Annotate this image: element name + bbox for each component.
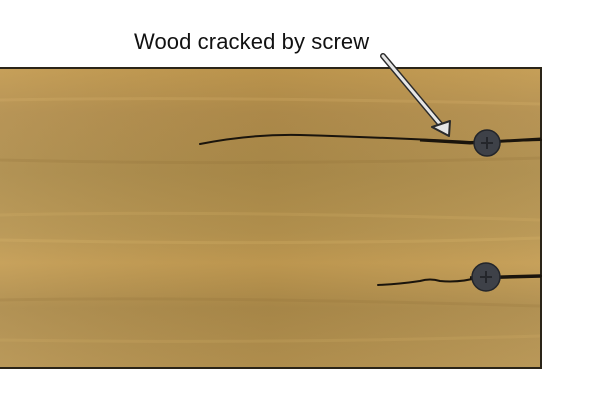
wood-board bbox=[0, 67, 542, 369]
annotation-label: Wood cracked by screw bbox=[134, 29, 370, 54]
lower-crack bbox=[377, 275, 542, 286]
pointer-arrow-icon bbox=[380, 53, 451, 137]
lower-screw-icon bbox=[471, 262, 501, 292]
upper-screw-icon bbox=[473, 129, 501, 157]
upper-crack-thick bbox=[419, 137, 542, 145]
